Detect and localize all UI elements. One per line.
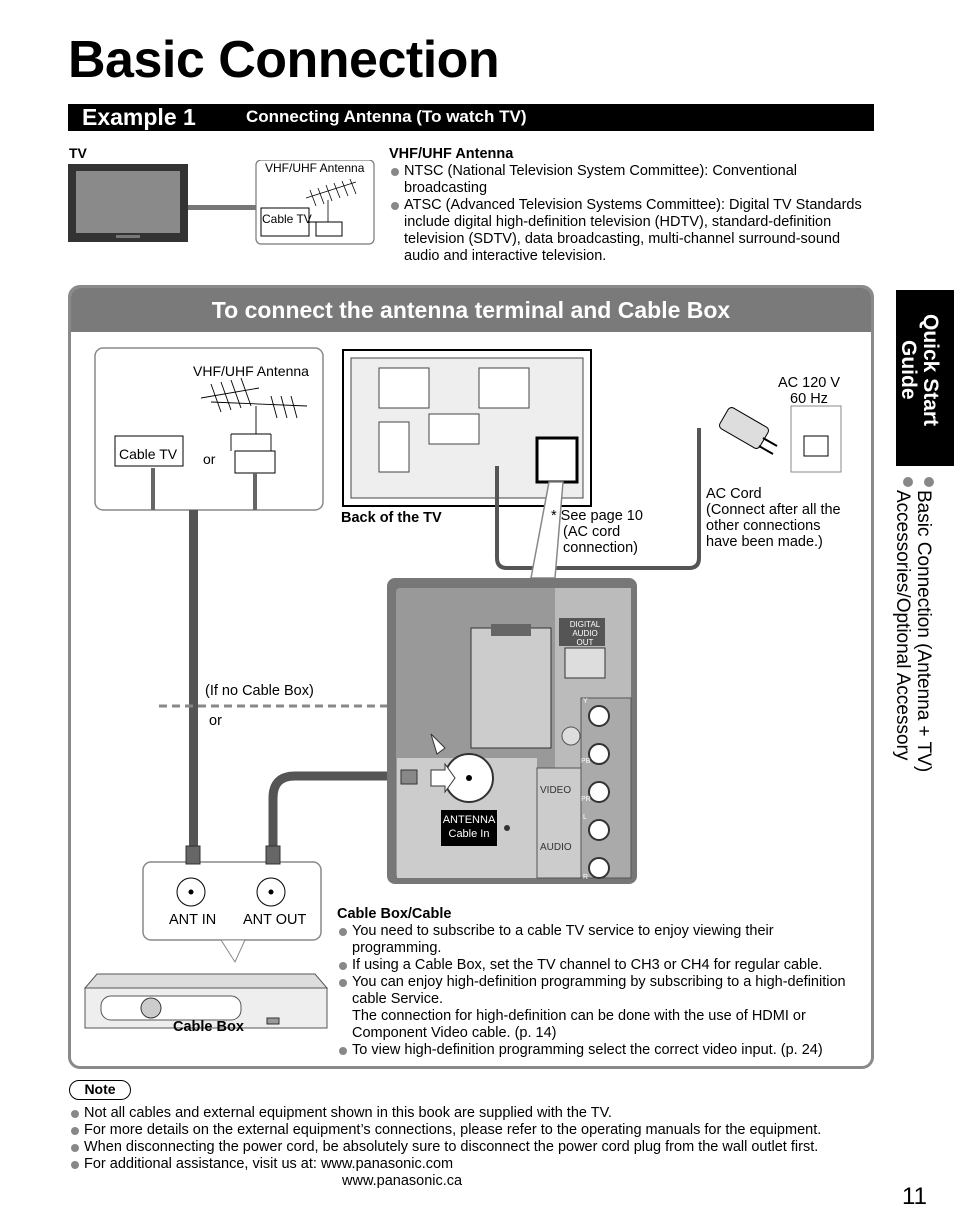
antenna-icon <box>305 178 357 222</box>
note-item: Not all cables and external equipment sh… <box>69 1105 899 1122</box>
antenna-terminal-label-bg <box>441 810 497 846</box>
antenna-cable <box>188 205 258 210</box>
example-subtitle: Connecting Antenna (To watch TV) <box>246 107 527 126</box>
cable-box-info-heading: Cable Box/Cable <box>337 906 452 922</box>
example-header-bar: Example 1 Connecting Antenna (To watch T… <box>68 104 874 131</box>
page-number: 11 <box>902 1183 927 1210</box>
panel-or-label-2: or <box>209 713 222 729</box>
top-antenna-label: VHF/UHF Antenna <box>265 161 365 175</box>
side-tab-title-line1: Quick Start <box>919 314 942 427</box>
jack-l <box>588 819 610 841</box>
cable-box-info-item: To view high-definition programming sele… <box>337 1042 867 1059</box>
ac-cord <box>495 428 701 570</box>
note-label: Note <box>69 1080 131 1100</box>
cable-to-ant-in <box>189 510 198 848</box>
panel-heading: To connect the antenna terminal and Cabl… <box>71 288 871 332</box>
terminal-cover <box>470 627 552 749</box>
jack-pr <box>588 781 610 803</box>
arrow-icon <box>430 733 446 755</box>
cable-tv-box <box>114 435 184 467</box>
panel-cable-tv-label: Cable TV <box>119 446 178 462</box>
panel-or-label: or <box>203 451 216 467</box>
jack-pb <box>588 743 610 765</box>
video-label: VIDEO <box>540 785 572 796</box>
pb-label: PB <box>581 758 591 765</box>
cable-box-illustration <box>83 973 329 1029</box>
l-label: L <box>583 814 587 821</box>
cable-box-info-block: Cable Box/Cable You need to subscribe to… <box>337 906 867 1059</box>
cable-box-port-callout <box>142 861 322 941</box>
cable-box-info-item: If using a Cable Box, set the TV channel… <box>337 957 867 974</box>
side-tab-quick-start[interactable]: Quick Start Guide <box>896 290 954 466</box>
note-item: When disconnecting the power cord, be ab… <box>69 1139 899 1156</box>
see-page-note: * See page 10 (AC cord connection) <box>551 508 643 556</box>
page-title: Basic Connection <box>68 31 500 89</box>
jack-r <box>588 857 610 879</box>
example-number: Example 1 <box>82 104 196 130</box>
y-label: Y <box>583 698 588 705</box>
cable-box-label: Cable Box <box>173 1019 244 1035</box>
side-nav-basic-connection[interactable]: Basic Connection (Antenna + TV) <box>913 490 934 773</box>
digital-audio-out-label: DIGITAL AUDIO OUT <box>569 620 601 647</box>
top-connection-diagram <box>68 160 375 245</box>
connection-diagram <box>83 347 842 1029</box>
antenna-terminal-label: ANTENNA Cable In <box>442 814 496 840</box>
arrow-icon <box>430 762 456 794</box>
vhf-info-item: NTSC (National Television System Committ… <box>389 163 869 197</box>
side-bullets <box>903 477 934 487</box>
note-item: For more details on the external equipme… <box>69 1122 899 1139</box>
cable-box-info-item: You can enjoy high-definition programmin… <box>337 974 867 1042</box>
back-of-tv-label: Back of the TV <box>341 510 442 526</box>
ant-in-label: ANT IN <box>169 912 217 928</box>
if-no-cable-box-label: (If no Cable Box) <box>205 683 314 699</box>
note-url-ca[interactable]: www.panasonic.ca <box>342 1173 463 1189</box>
antenna-connector-box <box>315 221 343 237</box>
jack-y <box>588 705 610 727</box>
cable-box-info-item: You need to subscribe to a cable TV serv… <box>337 923 867 957</box>
vhf-info-block: VHF/UHF Antenna NTSC (National Televisio… <box>389 146 869 265</box>
tv-label: TV <box>69 145 87 161</box>
ac-voltage-label: AC 120 V 60 Hz <box>777 375 841 407</box>
vhf-info-heading: VHF/UHF Antenna <box>389 146 514 162</box>
r-label: R <box>583 874 589 881</box>
cable-tv-box <box>260 207 310 237</box>
power-plug-icon <box>719 407 778 455</box>
tv-terminal-area <box>535 436 579 484</box>
panel-antenna-label: VHF/UHF Antenna <box>193 363 309 379</box>
ant-out-label: ANT OUT <box>243 912 307 928</box>
pr-label: PR <box>581 796 591 803</box>
connection-panel: To connect the antenna terminal and Cabl… <box>68 285 874 1069</box>
tv-screen <box>76 171 180 233</box>
ac-cord-label: AC Cord (Connect after all the other con… <box>706 486 841 550</box>
vhf-info-item: ATSC (Advanced Television Systems Commit… <box>389 197 869 265</box>
note-item: For additional assistance, visit us at: … <box>69 1156 899 1173</box>
antenna-connector-box <box>234 450 276 474</box>
digital-audio-out-port <box>564 647 606 679</box>
side-tab-title-line2: Guide <box>897 340 920 400</box>
side-nav-accessories[interactable]: Accessories/Optional Accessory <box>892 490 913 761</box>
audio-label: AUDIO <box>540 842 572 853</box>
cable-to-tv <box>268 771 403 848</box>
notes-block: Not all cables and external equipment sh… <box>69 1105 899 1190</box>
antenna-icon <box>200 377 308 451</box>
top-cable-tv-label: Cable TV <box>262 212 312 226</box>
